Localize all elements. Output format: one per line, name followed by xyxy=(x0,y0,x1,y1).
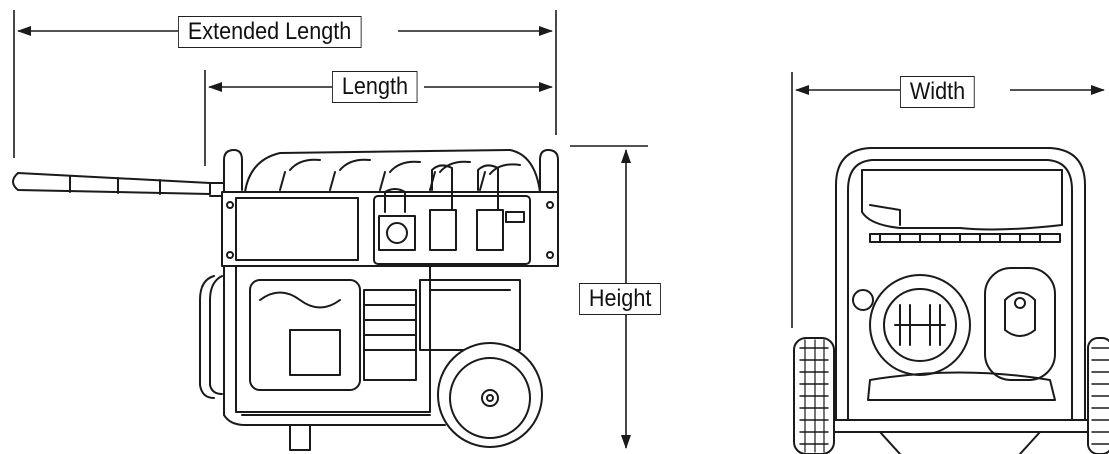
height-label: Height xyxy=(579,283,662,315)
generator-side-view-icon xyxy=(12,149,559,451)
height-dimension xyxy=(570,145,648,449)
length-label: Length xyxy=(332,71,418,103)
width-dimension xyxy=(791,72,1105,328)
length-dimension xyxy=(204,70,553,166)
generator-front-view-icon xyxy=(793,147,1109,454)
extended-length-dimension xyxy=(13,10,557,158)
extended-length-label: Extended Length xyxy=(178,16,362,48)
width-label: Width xyxy=(900,76,976,108)
